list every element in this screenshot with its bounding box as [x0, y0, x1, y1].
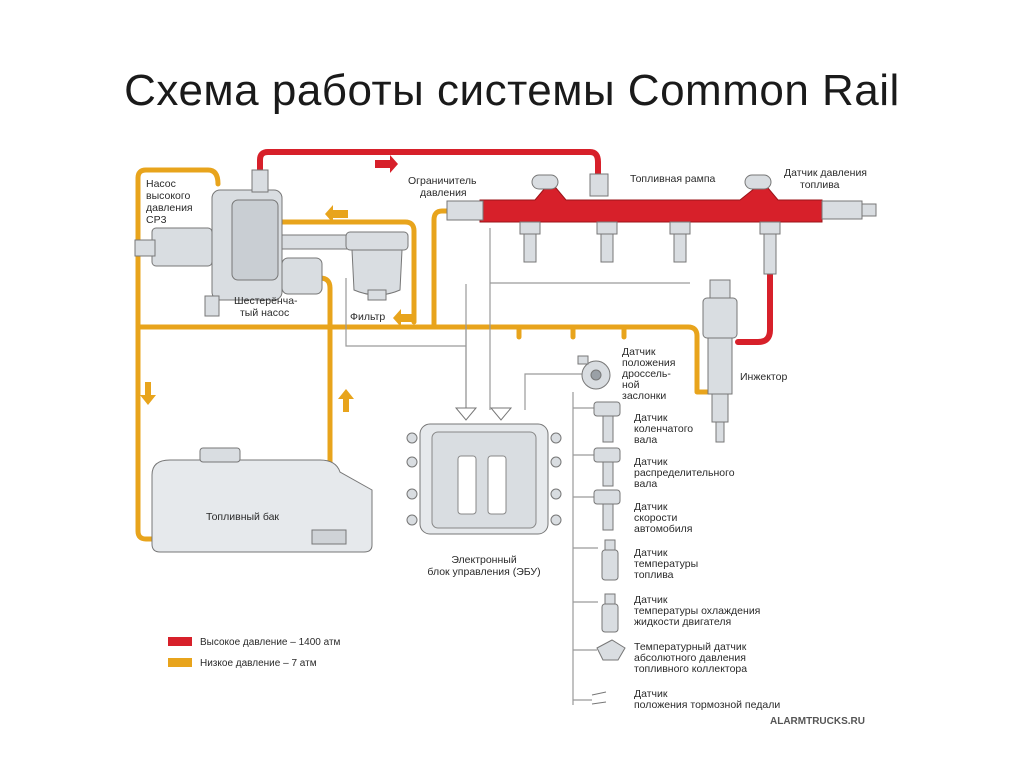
- high-line-rail-to-injector: [735, 245, 773, 345]
- arrow-low-left: [325, 205, 348, 223]
- injector: [702, 279, 738, 443]
- legend-label-high: Высокое давление – 1400 атм: [200, 637, 341, 648]
- fuel-rail: [446, 173, 877, 275]
- arrow-high-right: [375, 155, 398, 173]
- low-line-main-bus: [135, 324, 710, 395]
- legend-label-low: Низкое давление – 7 атм: [200, 658, 317, 669]
- throttle-sensor: [577, 355, 611, 390]
- slide-title: Схема работы системы Common Rail: [124, 66, 900, 115]
- fuel-tank: [151, 447, 373, 553]
- ecu-input-arrow-right: [489, 407, 513, 421]
- legend: Высокое давление – 1400 атм Низкое давле…: [168, 637, 341, 669]
- label-fuel-rail: Топливная рампа: [630, 173, 716, 185]
- ecu-input-arrow-left: [454, 407, 478, 421]
- high-pressure-pump: [134, 169, 353, 317]
- label-gear-pump: Шестерёнча-тый насос: [234, 295, 298, 319]
- watermark: ALARMTRUCKS.RU: [770, 716, 865, 727]
- flow-arrows: [140, 155, 416, 412]
- fuel-filter: [345, 231, 409, 301]
- low-line-tank-return: [135, 324, 175, 542]
- low-line-limiter-return: [431, 208, 450, 330]
- legend-swatch-low: [168, 658, 192, 667]
- high-line-pump-to-rail: [257, 149, 601, 188]
- arrow-low-left-filter: [393, 309, 416, 327]
- arrow-down: [140, 382, 156, 405]
- high-pressure-lines: [257, 149, 773, 345]
- label-filter: Фильтр: [350, 311, 385, 323]
- low-line-pump-loop: [135, 167, 221, 330]
- label-injector: Инжектор: [740, 371, 787, 383]
- ecu-unit: [406, 423, 562, 535]
- low-line-filter-return: [279, 219, 417, 325]
- low-pressure-lines: [135, 167, 710, 542]
- arrow-up: [338, 389, 354, 412]
- label-fuel-tank: Топливный бак: [206, 511, 279, 523]
- label-pump: Насос: [146, 178, 176, 190]
- legend-swatch-high: [168, 637, 192, 646]
- signal-wires: [345, 228, 690, 705]
- sensor-icons: [591, 401, 626, 705]
